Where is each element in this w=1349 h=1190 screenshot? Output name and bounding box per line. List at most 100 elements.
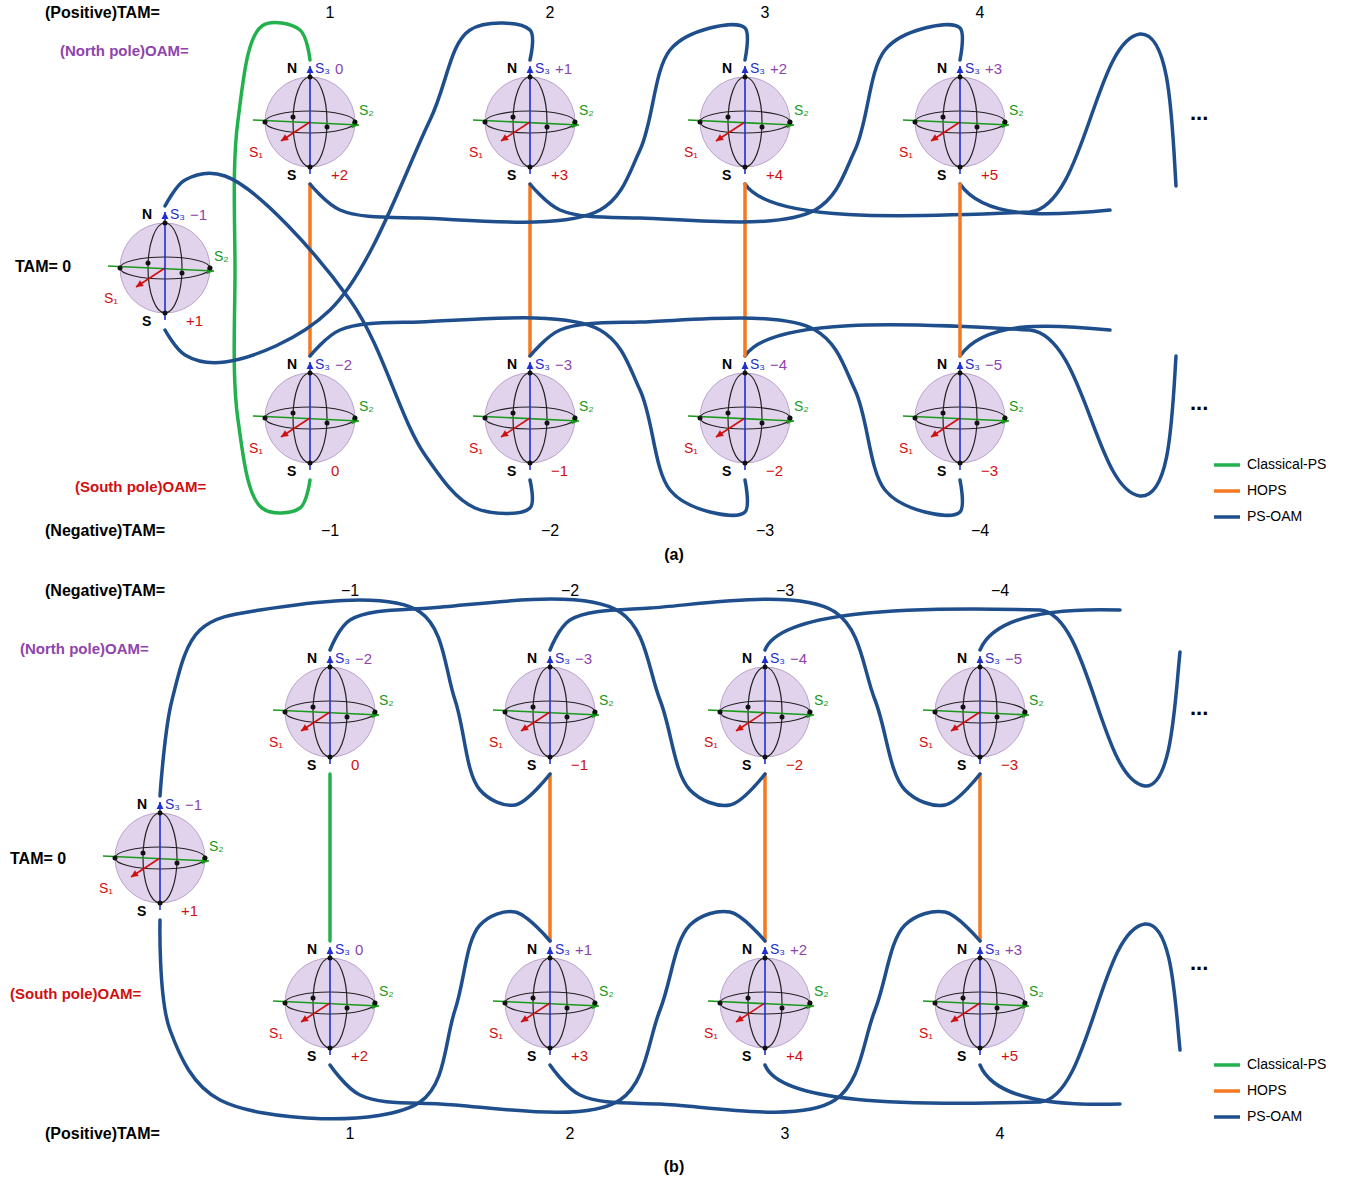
stokes-axis [301, 1003, 330, 1022]
state-dot [975, 125, 980, 130]
axis-arrowhead [951, 724, 959, 731]
state-dot [325, 125, 330, 130]
axis-arrowhead [307, 362, 314, 369]
tam-value: 2 [566, 1125, 575, 1143]
poincare-sphere: N+2S₃S₂S₁S+4 [700, 941, 830, 1065]
stokes-axis [159, 802, 161, 910]
state-dot [978, 956, 983, 961]
axis-arrowhead [301, 724, 309, 731]
axis-label: S₂ [814, 983, 829, 999]
axis-label: S₃ [965, 356, 980, 372]
ps-oam-link [330, 599, 765, 805]
state-dot [180, 271, 185, 276]
axis-label: S₁ [104, 290, 118, 306]
stokes-axis [549, 656, 551, 764]
state-dot [345, 1006, 350, 1011]
axis-label: S₁ [99, 880, 113, 896]
state-dot [528, 371, 533, 376]
pole-label: N [307, 941, 317, 957]
axis-label: S₁ [269, 1025, 283, 1041]
oam-value: −3 [981, 462, 998, 479]
state-dot [933, 710, 938, 715]
pole-label: S [507, 463, 516, 479]
state-dot [593, 710, 598, 715]
axis-label: S₃ [165, 796, 180, 812]
stokes-axis [309, 66, 311, 174]
state-dot [941, 115, 946, 120]
axis-label: S₂ [579, 102, 594, 118]
axis-label: S₂ [1029, 983, 1044, 999]
state-dot [353, 120, 358, 125]
axis-arrowhead [301, 1015, 309, 1022]
pole-label: S [937, 167, 946, 183]
state-dot [780, 1006, 785, 1011]
row-heading: TAM= 0 [10, 850, 66, 868]
pole-label: S [287, 167, 296, 183]
sphere-drawing [915, 941, 1045, 1065]
pole-label: N [287, 60, 297, 76]
state-dot [961, 705, 966, 710]
axis-label: S₁ [899, 144, 913, 160]
continuation-curve [980, 1065, 1120, 1104]
state-dot [373, 1001, 378, 1006]
pole-label: N [527, 941, 537, 957]
legend-line [1214, 1089, 1240, 1093]
legend-swatch [1212, 481, 1242, 501]
state-dot [531, 996, 536, 1001]
axis-arrowhead [762, 947, 769, 954]
tam-value: 2 [546, 4, 555, 22]
state-dot [528, 165, 533, 170]
pole-label: S [957, 1048, 966, 1064]
state-dot [958, 165, 963, 170]
pole-label: N [957, 650, 967, 666]
axis-arrowhead [977, 947, 984, 954]
pole-label: N [307, 650, 317, 666]
pole-label: S [307, 757, 316, 773]
axis-arrowhead [527, 362, 534, 369]
state-dot [978, 1046, 983, 1051]
tam-value: −3 [756, 522, 774, 540]
legend-line [1214, 1115, 1240, 1119]
state-dot [958, 461, 963, 466]
tam-value: −3 [776, 582, 794, 600]
state-dot [308, 371, 313, 376]
axis-label: S₂ [794, 102, 809, 118]
poincare-sphere: N+2S₃S₂S₁S+4 [680, 60, 810, 184]
state-dot [743, 165, 748, 170]
state-dot [263, 416, 268, 421]
axis-label: S₁ [684, 440, 698, 456]
hops-link [958, 184, 962, 356]
state-dot [726, 411, 731, 416]
stokes-axis [529, 362, 531, 470]
stokes-axis [549, 947, 551, 1055]
stokes-axis [529, 66, 531, 174]
axis-label: S₂ [579, 398, 594, 414]
legend-swatch [1212, 455, 1242, 475]
state-dot [263, 120, 268, 125]
pole-label: S [137, 903, 146, 919]
state-dot [913, 120, 918, 125]
pole-label: N [137, 796, 147, 812]
sphere-drawing [100, 206, 230, 330]
legend-text: PS-OAM [1247, 508, 1302, 524]
state-dot [718, 1001, 723, 1006]
continuation-curve [765, 609, 1180, 786]
sphere-drawing [680, 60, 810, 184]
axis-label: S₂ [379, 983, 394, 999]
axis-label: S₂ [599, 983, 614, 999]
state-dot [808, 710, 813, 715]
stokes-axis [736, 712, 765, 731]
state-dot [975, 421, 980, 426]
state-dot [995, 715, 1000, 720]
axis-arrowhead [307, 66, 314, 73]
axis-arrowhead [136, 280, 144, 287]
poincare-sphere: N−5S₃S₂S₁S−3 [915, 650, 1045, 774]
state-dot [788, 120, 793, 125]
ps-oam-link [165, 23, 533, 363]
state-dot [698, 120, 703, 125]
axis-label: S₁ [469, 144, 483, 160]
oam-value: −5 [985, 356, 1002, 373]
state-dot [573, 120, 578, 125]
axis-label: S₂ [814, 692, 829, 708]
ps-oam-link [310, 318, 747, 516]
